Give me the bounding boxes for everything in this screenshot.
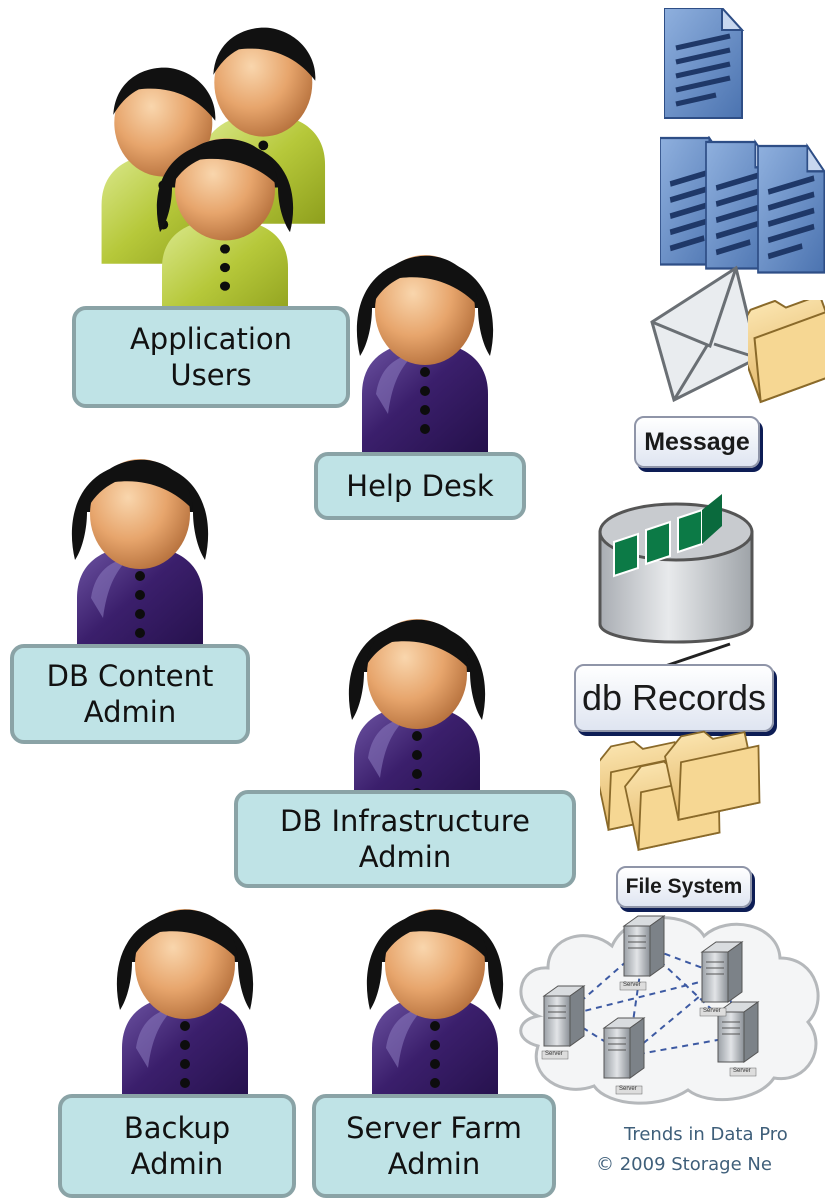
help-desk-person-icon xyxy=(340,244,510,454)
application-users-label-line2: Users xyxy=(170,358,252,392)
folder-icon xyxy=(748,300,825,404)
server-farm-admin-label-line1: Server Farm xyxy=(346,1111,522,1145)
file-system-tag: File System xyxy=(616,866,752,908)
backup-admin-person-icon xyxy=(100,898,270,1108)
server-cloud-icon: Server Server Server Server Server xyxy=(508,906,825,1106)
db-infrastructure-admin-label-line1: DB Infrastructure xyxy=(280,804,530,838)
db-content-admin-label-line2: Admin xyxy=(83,695,177,729)
db-records-tag: db Records xyxy=(574,664,774,732)
folder-stack-icon xyxy=(600,730,770,870)
server-farm-admin-label-line2: Admin xyxy=(387,1147,481,1181)
single-document-icon xyxy=(664,8,746,122)
help-desk-label-line1: Help Desk xyxy=(346,469,494,503)
application-users-label: Application Users xyxy=(72,306,350,408)
server-label-5: Server xyxy=(733,1068,751,1074)
db-content-admin-person-icon xyxy=(55,448,225,658)
footer-title: Trends in Data Pro xyxy=(624,1124,788,1145)
envelope-icon xyxy=(650,264,760,404)
server-label-2: Server xyxy=(623,982,641,988)
backup-admin-label: Backup Admin xyxy=(58,1094,296,1198)
application-users-label-line1: Application xyxy=(129,322,293,356)
backup-admin-label-line1: Backup xyxy=(123,1111,231,1145)
server-farm-admin-label: Server Farm Admin xyxy=(312,1094,556,1198)
database-icon xyxy=(596,486,756,666)
server-label-4: Server xyxy=(619,1086,637,1092)
db-content-admin-label: DB Content Admin xyxy=(10,644,250,744)
db-infrastructure-admin-label-line2: Admin xyxy=(358,840,452,874)
server-label-3: Server xyxy=(703,1008,721,1014)
footer-copyright: © 2009 Storage Ne xyxy=(596,1154,772,1175)
db-content-admin-label-line1: DB Content xyxy=(46,659,214,693)
message-tag: Message xyxy=(634,416,760,468)
server-label-1: Server xyxy=(545,1051,563,1057)
server-farm-admin-person-icon xyxy=(350,898,520,1108)
backup-admin-label-line2: Admin xyxy=(130,1147,224,1181)
application-users-group-icon xyxy=(80,20,340,320)
db-infrastructure-admin-person-icon xyxy=(332,608,502,818)
help-desk-label: Help Desk xyxy=(314,452,526,520)
db-infrastructure-admin-label: DB Infrastructure Admin xyxy=(234,790,576,888)
document-stack-icon xyxy=(660,136,825,276)
